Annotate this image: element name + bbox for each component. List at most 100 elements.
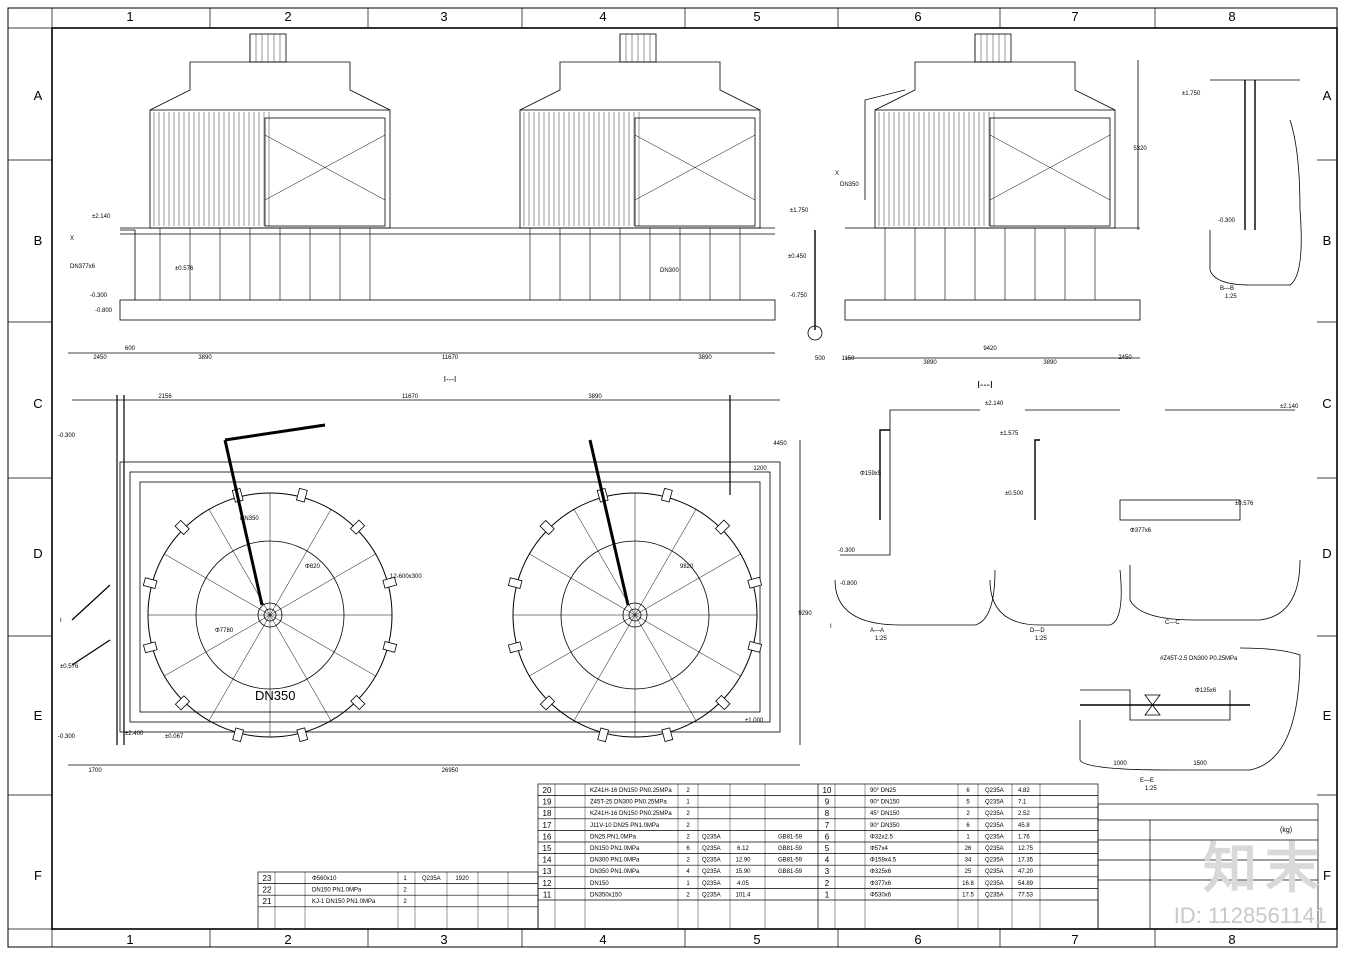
tower-elev-mid-fill bbox=[634, 117, 756, 227]
section-level-3: -0.300 bbox=[838, 548, 856, 554]
plan-tower-left-air-inlet bbox=[382, 576, 398, 589]
bom-right-qty-4: 34 bbox=[965, 858, 972, 864]
plan-label-vents-left: 12-600x300 bbox=[390, 574, 422, 580]
grid-col-bottom-1: 1 bbox=[126, 932, 133, 947]
tower-bypass-pipe bbox=[864, 89, 906, 200]
plan-dim-4: 1700 bbox=[88, 768, 102, 774]
plan-dim-1: 2156 bbox=[158, 394, 172, 400]
section-level-0: ±2.140 bbox=[985, 401, 1004, 407]
section-ee-outline bbox=[1080, 689, 1231, 721]
bom-right-mat-9: Q235A bbox=[985, 800, 1004, 806]
elev-dim-9: 9420 bbox=[983, 346, 997, 352]
elev-level--0.300: -0.300 bbox=[90, 293, 108, 299]
plan-tower-left-air-inlet bbox=[349, 519, 366, 535]
bom-mid-qty-16: 2 bbox=[686, 834, 690, 840]
bom-right-w-8: 2.52 bbox=[1018, 811, 1030, 817]
plan-level-5: ±1.000 bbox=[745, 718, 764, 724]
bom-mid-name-20: KZ41H-16 DN150 PN0.25MPa bbox=[590, 788, 672, 794]
bom-mid-mat-12: Q235A bbox=[702, 881, 721, 887]
elev-dim-1: 3890 bbox=[198, 355, 212, 361]
section-scale-0: 1:25 bbox=[875, 636, 887, 642]
bom-left-name-21: KJ-1 DN150 PN1.0MPa bbox=[312, 899, 376, 905]
grid-row-left-A: A bbox=[34, 88, 43, 103]
section-cc-ground bbox=[1129, 559, 1301, 621]
elev-level--0.800: -0.800 bbox=[95, 308, 113, 314]
section-level-6: ±2.140 bbox=[1280, 404, 1299, 410]
bom-mid-no-20: 20 bbox=[543, 786, 552, 795]
bom-mid-name-12: DN150 bbox=[590, 881, 609, 887]
bom-right-w-3: 47.20 bbox=[1018, 869, 1034, 875]
section-views bbox=[834, 79, 1302, 771]
grid-col-top-6: 6 bbox=[914, 9, 921, 24]
bom-right-mat-5: Q235A bbox=[985, 846, 1004, 852]
bom-mid-qty-19: 1 bbox=[686, 800, 690, 806]
plan-label-dn350-b: DN350 bbox=[255, 688, 295, 703]
plan-level-2: ±2.400 bbox=[125, 731, 144, 737]
plan-view bbox=[68, 395, 801, 766]
elevation-view bbox=[68, 33, 1141, 359]
section-ann-pipe159: Φ159x5 bbox=[860, 471, 882, 477]
bom-mid-no-15: 15 bbox=[543, 844, 552, 853]
plan-pipe-dn350-left bbox=[223, 439, 264, 606]
grid-row-left-D: D bbox=[33, 546, 42, 561]
inlet-branch-1 bbox=[71, 584, 111, 621]
bom-right-no-5: 5 bbox=[825, 844, 830, 853]
bom-mid-name-15: DN150 PN1.0MPa bbox=[590, 846, 640, 852]
basin-slab bbox=[119, 299, 776, 321]
bom-mid-qty-12: 1 bbox=[686, 881, 690, 887]
section-label-dd: D—D bbox=[1030, 628, 1045, 634]
plan-tower-right-arm bbox=[573, 614, 636, 721]
bom-right-qty-9: 5 bbox=[966, 800, 970, 806]
plan-tower-left-arm bbox=[164, 553, 271, 616]
plan-tower-right-air-inlet bbox=[661, 727, 674, 743]
bom-right-name-7: 90° DN350 bbox=[870, 823, 900, 829]
grid-row-left-E: E bbox=[34, 708, 43, 723]
plan-level-4: -0.300 bbox=[58, 734, 76, 740]
bom-table bbox=[257, 783, 1099, 930]
bom-right-w-6: 1.76 bbox=[1018, 834, 1030, 840]
elev-dim-2: 11670 bbox=[442, 355, 459, 361]
bom-mid-w-11: 101.4 bbox=[735, 892, 751, 898]
plan-tower-right-arm bbox=[529, 614, 636, 677]
section-ann-dim1500: 1500 bbox=[1193, 761, 1207, 767]
section-label-ee: E—E bbox=[1140, 778, 1154, 784]
bom-right-qty-2: 16.8 bbox=[962, 881, 974, 887]
plan-label-section-i-left: I bbox=[60, 618, 62, 624]
riser-valve bbox=[807, 325, 823, 341]
section-aa-pipe bbox=[879, 429, 890, 520]
grid-col-bottom-2: 2 bbox=[284, 932, 291, 947]
bom-left-qty-23: 1 bbox=[403, 876, 407, 882]
elev-dim-6: 1150 bbox=[842, 356, 856, 362]
section-aa-outline bbox=[840, 409, 980, 556]
plan-tower-left-air-inlet bbox=[350, 694, 366, 711]
plan-tower-left-arm bbox=[269, 614, 332, 721]
bom-right-mat-3: Q235A bbox=[985, 869, 1004, 875]
plan-dim-7: 4450 bbox=[773, 441, 787, 447]
bom-mid-name-19: Z45T-25 DN300 PN0.25MPa bbox=[590, 800, 667, 806]
bom-right-mat-4: Q235A bbox=[985, 858, 1004, 864]
bom-mid-no-18: 18 bbox=[543, 809, 552, 818]
section-scale-2: 1:25 bbox=[1145, 786, 1157, 792]
grid-col-bottom-8: 8 bbox=[1228, 932, 1235, 947]
section-ann-valve: #Z45T-2.5 DN300 P0.25MPa bbox=[1160, 656, 1238, 662]
elevation-labels: ±2.140±0.576-0.300-0.800±1.750±0.450-0.7… bbox=[70, 146, 1147, 366]
plan-tower-left-arm bbox=[269, 509, 332, 616]
plan-tower-right-air-inlet bbox=[715, 694, 731, 711]
bom-right-no-10: 10 bbox=[823, 786, 832, 795]
section-ann-pipe377: Φ377x6 bbox=[1130, 528, 1152, 534]
bom-left-name-23: Φ560x10 bbox=[312, 876, 337, 882]
grid-row-right-D: D bbox=[1322, 546, 1331, 561]
plan-tower-right-arm bbox=[529, 553, 636, 616]
tower-elev-mid bbox=[519, 33, 761, 300]
bom-right-no-9: 9 bbox=[825, 798, 830, 807]
tower-elev-mid-fill-x2 bbox=[634, 134, 756, 201]
plan-level-1: ±0.576 bbox=[60, 664, 79, 670]
bom-texts: 20 KZ41H-16 DN150 PN0.25MPa 2 1 9 Z45T-25 DN3… bbox=[263, 786, 1034, 906]
plan-tower-right-air-inlet bbox=[507, 641, 523, 654]
title-block bbox=[1097, 803, 1319, 930]
grid-row-left-C: C bbox=[33, 396, 42, 411]
elev-level-±2.140: ±2.140 bbox=[92, 214, 111, 220]
plan-tower-right-air-inlet bbox=[747, 576, 763, 589]
